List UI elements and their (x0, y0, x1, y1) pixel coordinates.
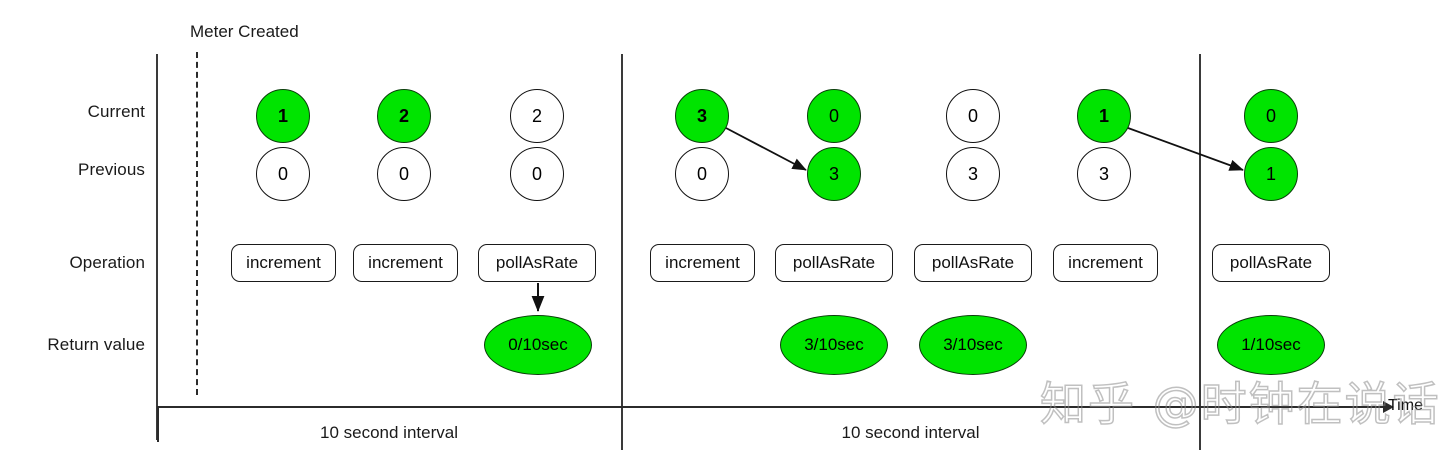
time-axis-origin-tick (157, 406, 159, 442)
interval-divider-2 (1199, 54, 1201, 450)
operation-box-c4[interactable]: increment (650, 244, 755, 282)
previous-circle-c4: 0 (675, 147, 729, 201)
operation-box-c1[interactable]: increment (231, 244, 336, 282)
previous-circle-c5: 3 (807, 147, 861, 201)
interval-label-1: 10 second interval (320, 423, 458, 442)
return-value-oval-c8: 1/10sec (1217, 315, 1325, 375)
interval-label-2: 10 second interval (841, 423, 980, 442)
operation-box-c5[interactable]: pollAsRate (775, 244, 893, 282)
previous-circle-c7: 3 (1077, 147, 1131, 201)
row-label-return-value: Return value (47, 335, 145, 354)
operation-box-c8[interactable]: pollAsRate (1212, 244, 1330, 282)
previous-circle-c3: 0 (510, 147, 564, 201)
arrow-current-c4-to-previous-c5 (725, 127, 807, 171)
operation-box-c3[interactable]: pollAsRate (478, 244, 596, 282)
current-circle-c6: 0 (946, 89, 1000, 143)
meter-created-label: Meter Created (190, 22, 299, 41)
operation-box-c6[interactable]: pollAsRate (914, 244, 1032, 282)
current-circle-c3: 2 (510, 89, 564, 143)
current-circle-c7: 1 (1077, 89, 1131, 143)
previous-circle-c6: 3 (946, 147, 1000, 201)
operation-box-c2[interactable]: increment (353, 244, 458, 282)
time-axis-label: Time (1388, 397, 1423, 414)
chart-left-boundary (156, 54, 158, 440)
arrow-current-c7-to-previous-c8 (1127, 127, 1244, 171)
row-label-previous: Previous (78, 160, 145, 179)
row-label-current: Current (87, 102, 145, 121)
previous-circle-c1: 0 (256, 147, 310, 201)
row-label-operation: Operation (69, 253, 145, 272)
meter-created-dashed-line (196, 52, 198, 395)
current-circle-c5: 0 (807, 89, 861, 143)
previous-circle-c2: 0 (377, 147, 431, 201)
current-circle-c4: 3 (675, 89, 729, 143)
current-circle-c1: 1 (256, 89, 310, 143)
return-value-oval-c3: 0/10sec (484, 315, 592, 375)
return-value-oval-c6: 3/10sec (919, 315, 1027, 375)
interval-divider-1 (621, 54, 623, 450)
time-axis-line (157, 406, 1385, 408)
operation-box-c7[interactable]: increment (1053, 244, 1158, 282)
return-value-oval-c5: 3/10sec (780, 315, 888, 375)
current-circle-c2: 2 (377, 89, 431, 143)
current-circle-c8: 0 (1244, 89, 1298, 143)
previous-circle-c8: 1 (1244, 147, 1298, 201)
time-axis-arrow-icon (1383, 401, 1394, 413)
